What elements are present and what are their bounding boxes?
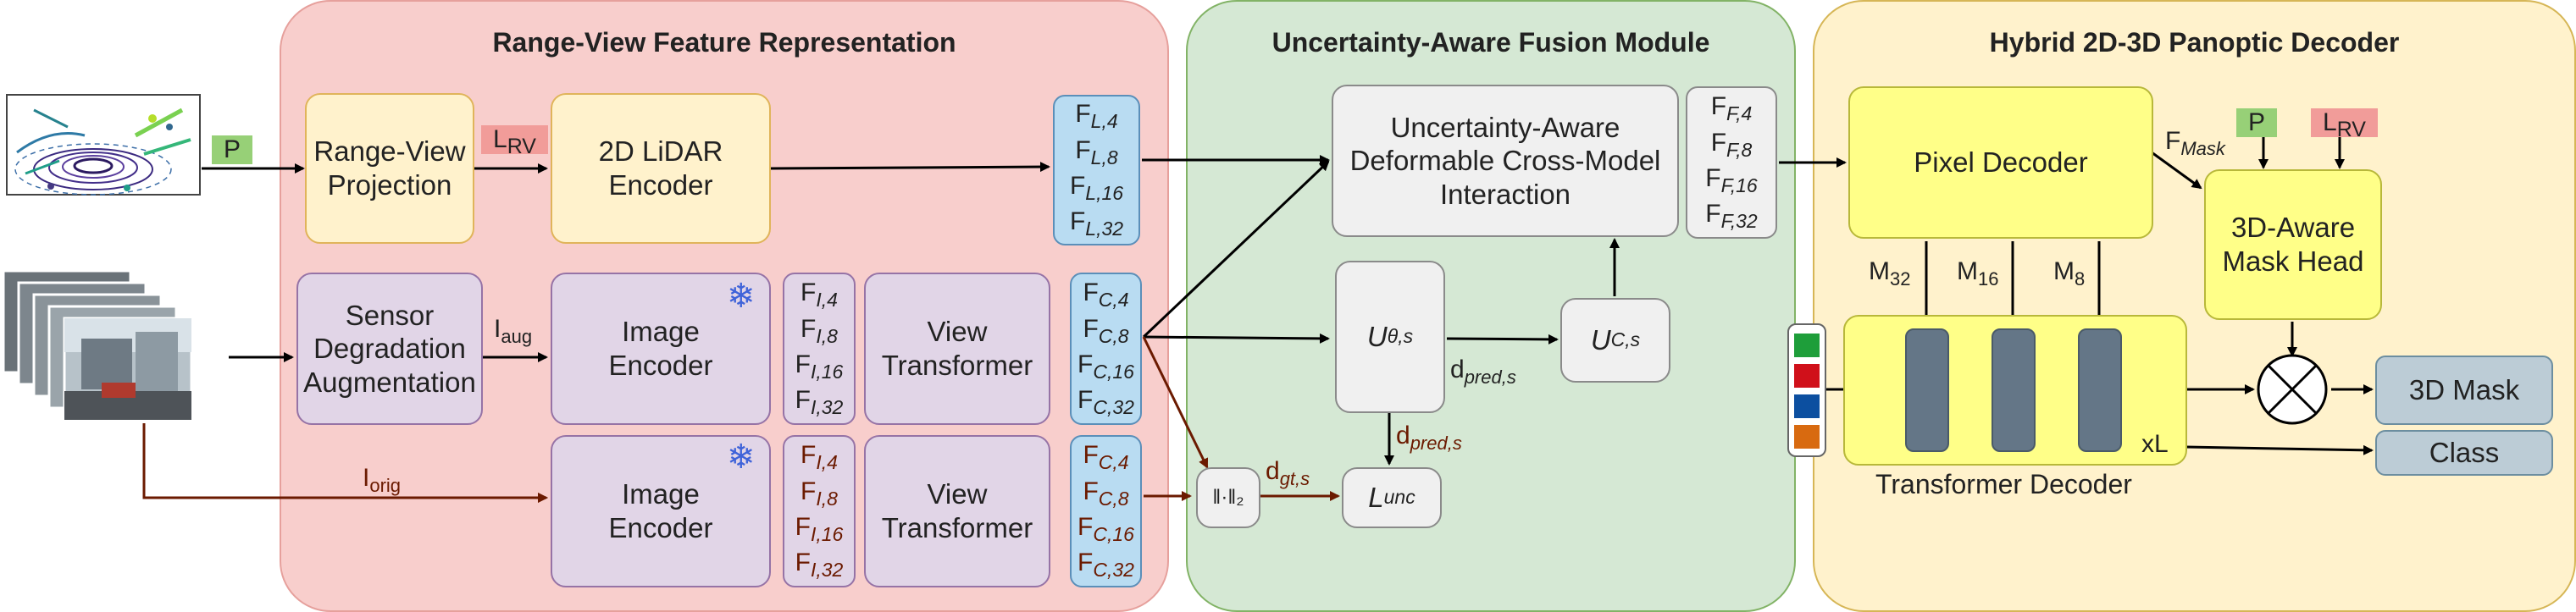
cross-model-interaction-box: Uncertainty-Aware Deformable Cross-Model… xyxy=(1332,85,1679,237)
i-orig-label: Iorig xyxy=(363,464,401,497)
camera-orig-features: FC,4 FC,8 FC,16 FC,32 xyxy=(1070,435,1142,587)
i-orig-sub: orig xyxy=(369,475,402,496)
lidar-feature-4: FL,4 xyxy=(1075,100,1118,133)
l-unc-sub: unc xyxy=(1383,486,1415,509)
u-theta-base: U xyxy=(1366,321,1388,353)
point-cloud-tag: P xyxy=(212,135,253,164)
decoder-l-rv-tag: LRV xyxy=(2311,108,2378,141)
u-theta-sub: θ,s xyxy=(1387,325,1414,348)
lidar-feature-16: FL,16 xyxy=(1069,172,1124,204)
f-mask-label: FMask xyxy=(2165,127,2225,159)
mask-3d-box: 3D Mask xyxy=(2375,356,2553,425)
m32-label: M32 xyxy=(1869,257,1911,289)
l-rv-sub: RV xyxy=(507,135,536,158)
l-rv-tag: LRV xyxy=(481,125,548,158)
lidar-feature-8: FL,8 xyxy=(1075,135,1118,168)
range-view-projection-box: Range-View Projection xyxy=(305,93,474,244)
view-transformer-2-box: View Transformer xyxy=(864,435,1050,587)
snowflake-icon: ❄ xyxy=(727,438,756,476)
d-pred-label-2: dpred,s xyxy=(1396,422,1462,454)
u-c-base: U xyxy=(1590,324,1611,356)
image-encoder-2-box: Image Encoder xyxy=(551,435,771,587)
m16-label: M16 xyxy=(1957,257,1999,289)
view-transformer-1-box: View Transformer xyxy=(864,273,1050,425)
decoder-point-tag: P xyxy=(2236,108,2278,137)
image-encoder-1-box: Image Encoder xyxy=(551,273,771,425)
lidar-encoder-box: 2D LiDAR Encoder xyxy=(551,93,771,244)
image-orig-features: FI,4 FI,8 FI,16 FI,32 xyxy=(783,435,856,587)
i-aug-base: I xyxy=(494,315,501,343)
transformer-layer-bar-2 xyxy=(1992,328,2036,452)
query-swatch-orange xyxy=(1794,425,1820,449)
decoder-panel-title: Hybrid 2D-3D Panoptic Decoder xyxy=(1989,27,2400,58)
range-view-panel-title: Range-View Feature Representation xyxy=(492,27,956,58)
m8-label: M8 xyxy=(2053,257,2086,289)
sensor-degradation-box: Sensor Degradation Augmentation xyxy=(296,273,483,425)
norm-box: ‖·‖₂ xyxy=(1196,467,1260,528)
transformer-decoder-label: Transformer Decoder xyxy=(1875,469,2132,499)
i-aug-sub: aug xyxy=(501,326,533,347)
class-box: Class xyxy=(2375,430,2553,476)
d-gt-label: dgt,s xyxy=(1266,457,1310,489)
lidar-feature-32: FL,32 xyxy=(1069,207,1124,240)
query-swatch-red xyxy=(1794,364,1820,388)
fusion-panel-title: Uncertainty-Aware Fusion Module xyxy=(1271,27,1710,58)
lidar-point-cloud-image xyxy=(6,94,201,196)
camera-images-stack xyxy=(2,269,193,422)
i-orig-base: I xyxy=(363,464,370,492)
fused-features: FF,4 FF,8 FF,16 FF,32 xyxy=(1686,86,1777,239)
query-swatch-blue xyxy=(1794,394,1820,418)
d-pred-label-1: dpred,s xyxy=(1450,356,1516,388)
query-swatches xyxy=(1787,323,1826,457)
repeat-label: xL xyxy=(2141,430,2169,458)
image-aug-features: FI,4 FI,8 FI,16 FI,32 xyxy=(783,273,856,425)
l-rv-base: L xyxy=(493,125,507,153)
query-swatch-green xyxy=(1794,334,1820,357)
mask-head-box: 3D-Aware Mask Head xyxy=(2204,169,2382,320)
u-c-sub: C,s xyxy=(1610,328,1641,351)
transformer-layer-bar-1 xyxy=(1905,328,1949,452)
lidar-features: FL,4 FL,8 FL,16 FL,32 xyxy=(1053,95,1140,245)
camera-aug-features: FC,4 FC,8 FC,16 FC,32 xyxy=(1070,273,1142,425)
transformer-layer-bar-3 xyxy=(2078,328,2122,452)
snowflake-icon: ❄ xyxy=(727,278,756,315)
pixel-decoder-box: Pixel Decoder xyxy=(1848,86,2153,239)
l-unc-base: L xyxy=(1368,482,1384,514)
i-aug-label: Iaug xyxy=(494,315,532,348)
